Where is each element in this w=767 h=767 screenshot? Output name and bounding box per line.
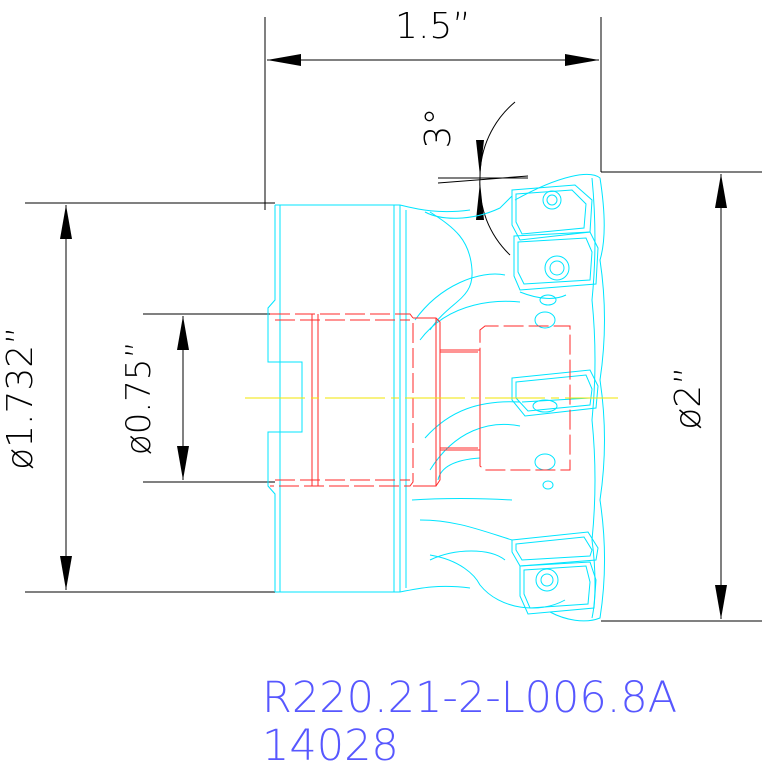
dimension-label-cut: ø2”	[668, 366, 709, 430]
insert-middle	[511, 369, 599, 490]
hidden-bore-lines	[270, 313, 571, 487]
dimension-label-body: ø1.732”	[0, 326, 41, 470]
insert-bottom	[511, 531, 599, 615]
angle-arrow-top	[476, 140, 484, 176]
dimension-label-angle: 3°	[418, 108, 459, 149]
dimension-cutting-diameter: ø2”	[601, 171, 762, 622]
part-caption: R220.21-2-L006.8A 14028	[262, 673, 677, 767]
dimension-label-length: 1.5”	[395, 6, 471, 47]
part-designation: R220.21-2-L006.8A	[262, 673, 677, 723]
dimension-body-diameter: ø1.732”	[0, 202, 275, 593]
dimension-label-bore: ø0.75”	[119, 341, 159, 455]
insert-top	[511, 184, 599, 329]
angle-edge-line	[437, 175, 529, 184]
dimension-lead-angle: 3°	[418, 101, 529, 256]
part-number: 14028	[262, 721, 399, 767]
angle-arrow-bottom	[476, 182, 484, 220]
dimension-overall-length: 1.5”	[264, 6, 602, 210]
dimension-bore-diameter: ø0.75”	[119, 313, 275, 483]
